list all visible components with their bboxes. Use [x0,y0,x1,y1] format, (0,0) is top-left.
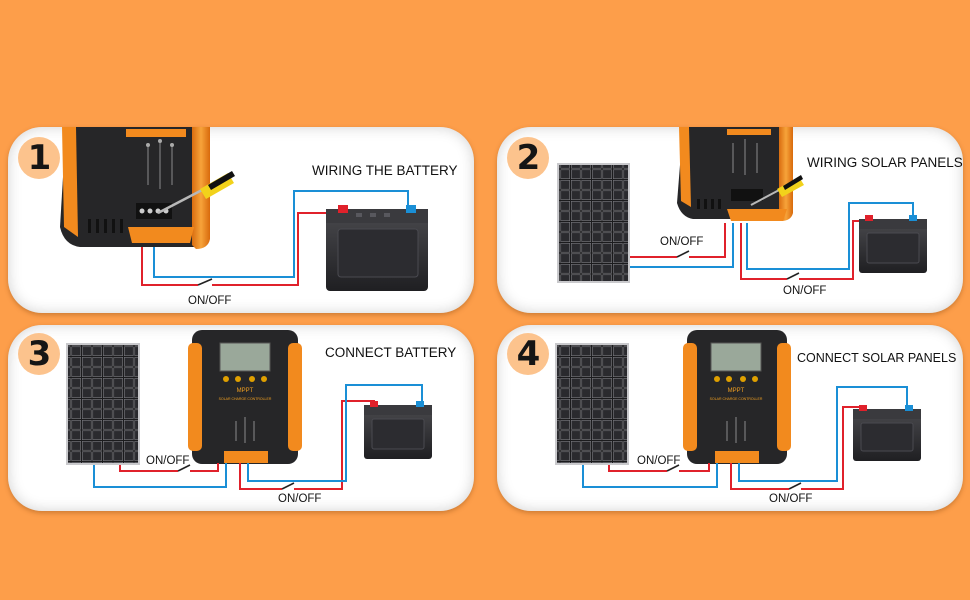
step-number-badge: 2 [507,137,549,179]
step-2-illustration [557,127,927,283]
solar-panel-icon [66,343,140,465]
step-1-illustration [60,127,428,291]
step-title: CONNECT BATTERY [325,345,457,360]
on-off-switch [676,250,690,261]
step-title: WIRING SOLAR PANELS [807,155,963,170]
switch-label: ON/OFF [637,455,681,467]
step-1-panel: 1 WIRING THE BATTERY ON/OFF [8,127,474,313]
step-4-panel: MPPT SOLAR CHARGE CONTROLLER 4 CONN [497,325,963,511]
switch-label: ON/OFF [769,493,813,505]
step-title: WIRING THE BATTERY [312,163,458,178]
controller-brand: MPPT [237,388,254,394]
battery-icon [853,405,921,461]
solar-panel-icon [555,343,629,465]
switch-label: ON/OFF [146,455,190,467]
screwdriver-icon [750,175,804,206]
charge-controller-icon: MPPT SOLAR CHARGE CONTROLLER [683,330,791,464]
step-title: CONNECT SOLAR PANELS [797,351,957,365]
step-2-panel: 2 WIRING SOLAR PANELS ON/OFF ON/OFF [497,127,963,313]
step-3-panel: MPPT SOLAR CHARGE CONTROLLER 3 CONN [8,325,474,511]
on-off-switch [786,272,800,283]
battery-icon [859,215,927,273]
switch-label: ON/OFF [660,236,704,248]
screwdriver-icon [157,171,235,215]
controller-brand: MPPT [728,388,745,394]
on-off-switch [281,482,295,493]
step-number-badge: 1 [18,137,60,179]
switch-label: ON/OFF [278,493,322,505]
step-number-badge: 4 [507,333,549,375]
battery-icon [326,205,428,291]
solar-panel-icon [557,163,630,283]
controller-label: SOLAR CHARGE CONTROLLER [710,397,763,401]
controller-closeup-icon [677,127,793,221]
controller-closeup-icon [60,127,210,249]
on-off-switch [177,464,191,475]
step-3-illustration: MPPT SOLAR CHARGE CONTROLLER [66,330,432,493]
switch-label: ON/OFF [783,285,827,297]
step-number-badge: 3 [18,333,60,375]
switch-label: ON/OFF [188,295,232,307]
battery-icon [364,401,432,459]
on-off-switch [788,482,802,493]
on-off-switch [197,278,213,289]
on-off-switch [666,464,680,475]
step-4-illustration: MPPT SOLAR CHARGE CONTROLLER [555,330,921,493]
controller-label: SOLAR CHARGE CONTROLLER [219,397,272,401]
charge-controller-icon: MPPT SOLAR CHARGE CONTROLLER [188,330,302,464]
